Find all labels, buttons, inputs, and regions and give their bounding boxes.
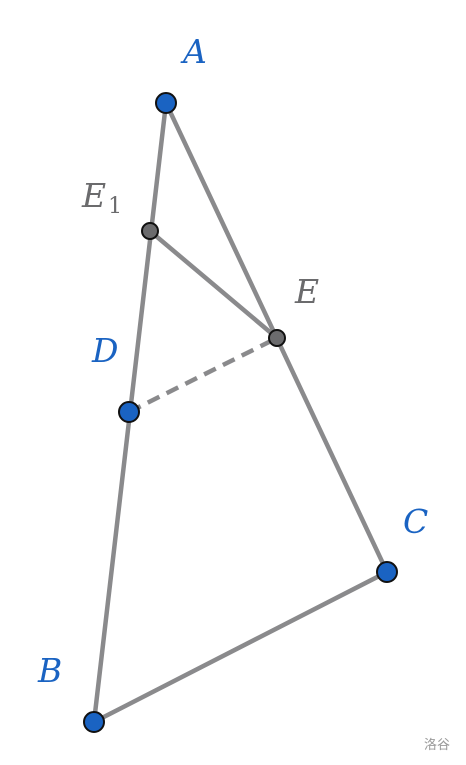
label-E1: E1 [81,176,122,219]
point-A [155,92,177,114]
segment-E1E [147,228,280,341]
label-A: A [180,32,207,71]
segment-BC [91,569,390,725]
label-E1-subscript: 1 [108,194,122,219]
point-B [83,711,105,733]
label-E: E [294,272,319,311]
point-C [376,561,398,583]
segment-DE-dashed [127,335,279,415]
label-E1-main: E [81,176,106,215]
watermark-text: 洛谷 [424,738,450,753]
label-B: B [37,651,62,690]
label-C: C [403,502,428,541]
point-E1 [141,222,159,240]
point-E [268,329,286,347]
point-D [118,401,140,423]
label-D: D [91,331,118,370]
